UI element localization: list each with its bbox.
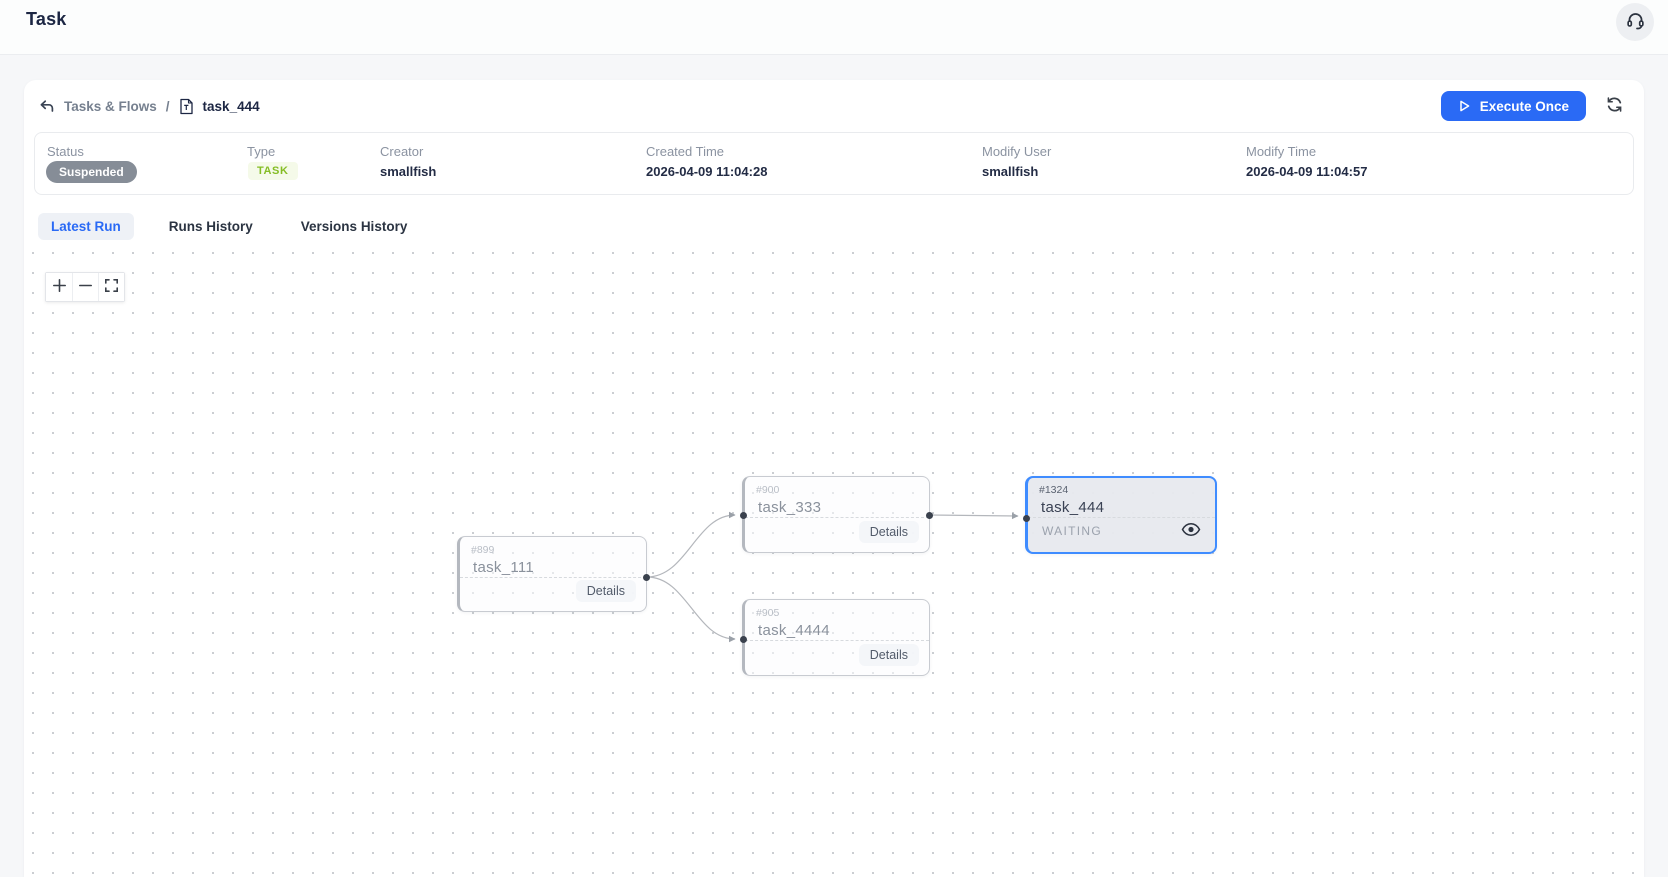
output-port[interactable]	[643, 574, 650, 581]
breadcrumb-current: task_444	[202, 98, 260, 114]
node-divider	[460, 577, 646, 578]
page-title: Task	[26, 9, 67, 29]
tab-bar: Latest Run Runs History Versions History	[24, 195, 1644, 240]
node-id: #1324	[1039, 484, 1069, 496]
play-icon	[1458, 99, 1471, 113]
modify-user-value: smallfish	[982, 164, 1039, 179]
refresh-button[interactable]	[1596, 90, 1632, 122]
modify-time-value: 2026-04-09 11:04:57	[1246, 164, 1368, 179]
creator-value: smallfish	[380, 164, 437, 179]
type-label: Type	[247, 144, 276, 159]
eye-icon[interactable]	[1181, 522, 1201, 542]
edge-task111-task333	[646, 511, 736, 578]
creator-label: Creator	[380, 144, 424, 159]
node-name: task_333	[758, 499, 822, 516]
task-info-panel: Status Suspended Type TASK Creator small…	[34, 132, 1634, 195]
tab-runs-history[interactable]: Runs History	[156, 213, 266, 240]
node-details-button[interactable]: Details	[858, 521, 919, 543]
flow-node-task_333[interactable]: #900 task_333 Details	[740, 476, 933, 553]
edge-task111-task4444	[646, 576, 736, 643]
plus-icon	[52, 278, 67, 296]
flow-edges	[646, 511, 1019, 643]
tab-latest-run[interactable]: Latest Run	[38, 213, 134, 240]
modify-time-label: Modify Time	[1246, 144, 1317, 159]
canvas-controls	[45, 272, 125, 302]
task-file-icon	[179, 98, 194, 115]
flow-node-task_111[interactable]: #899 task_111 Details	[457, 536, 650, 612]
refresh-icon	[1604, 94, 1625, 118]
input-port[interactable]	[740, 636, 747, 643]
node-id: #899	[471, 544, 495, 556]
flow-node-task_4444[interactable]: #905 task_4444 Details	[740, 599, 930, 676]
breadcrumb-parent[interactable]: Tasks & Flows	[64, 98, 157, 114]
node-id: #900	[756, 484, 780, 496]
tab-versions-history[interactable]: Versions History	[288, 213, 421, 240]
input-port[interactable]	[740, 512, 747, 519]
node-name: task_111	[473, 559, 535, 576]
flow-canvas[interactable]: #899 task_111 Details #900 task_333 Deta…	[24, 248, 1644, 877]
zoom-out-button[interactable]	[72, 273, 98, 301]
headset-icon	[1625, 10, 1646, 34]
input-port[interactable]	[1023, 515, 1030, 522]
breadcrumb-separator: /	[165, 98, 170, 114]
created-time-value: 2026-04-09 11:04:28	[646, 164, 768, 179]
breadcrumb: Tasks & Flows / task_444 Execute Once	[24, 80, 1644, 128]
node-divider	[1028, 517, 1215, 518]
app-header: Task	[0, 0, 1668, 55]
output-port[interactable]	[926, 512, 933, 519]
status-label: Status	[47, 144, 84, 159]
modify-user-label: Modify User	[982, 144, 1052, 159]
execute-once-label: Execute Once	[1479, 98, 1569, 114]
fullscreen-icon	[104, 278, 119, 296]
node-status: WAITING	[1042, 524, 1102, 538]
created-time-label: Created Time	[646, 144, 725, 159]
edge-task333-task444	[929, 512, 1019, 520]
node-name: task_4444	[758, 622, 830, 639]
node-divider	[745, 640, 929, 641]
node-details-button[interactable]: Details	[858, 644, 919, 666]
flow-node-task_444[interactable]: #1324 task_444 WAITING	[1023, 476, 1217, 554]
node-divider	[745, 517, 929, 518]
minus-icon	[78, 278, 93, 296]
back-icon[interactable]	[38, 98, 55, 115]
node-id: #905	[756, 607, 780, 619]
task-detail-card: Tasks & Flows / task_444 Execute Once	[24, 80, 1644, 877]
node-details-button[interactable]: Details	[575, 580, 636, 602]
type-badge: TASK	[248, 162, 298, 180]
execute-once-button[interactable]: Execute Once	[1440, 91, 1586, 121]
node-name: task_444	[1041, 499, 1105, 516]
status-badge: Suspended	[46, 161, 137, 183]
fit-view-button[interactable]	[98, 273, 124, 301]
zoom-in-button[interactable]	[46, 273, 72, 301]
support-button[interactable]	[1616, 3, 1654, 41]
